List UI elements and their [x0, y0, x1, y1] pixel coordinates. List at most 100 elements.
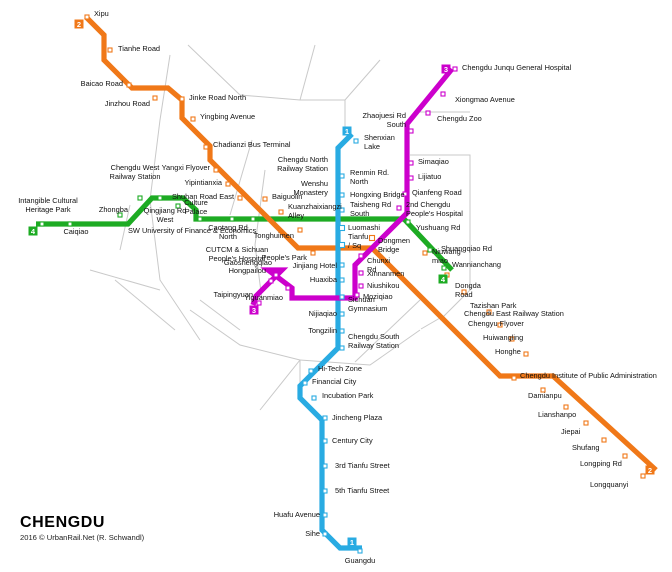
station-marker[interactable] [358, 283, 364, 289]
station-marker[interactable] [353, 138, 359, 144]
line-4-track[interactable] [36, 195, 454, 272]
station-marker[interactable] [308, 368, 314, 374]
station-marker[interactable] [601, 437, 607, 443]
line-terminus-badges[interactable]: 2 2 3 3 4 4 1 1 [28, 19, 655, 547]
line-badge-4[interactable]: 4 [28, 226, 38, 236]
line-2-track[interactable] [84, 15, 658, 472]
station-marker[interactable] [368, 234, 376, 242]
station-marker[interactable] [137, 195, 143, 201]
station-marker[interactable] [523, 351, 529, 357]
station-marker[interactable] [405, 219, 411, 225]
station-marker[interactable] [302, 380, 308, 386]
station-marker[interactable] [354, 292, 360, 298]
station-marker[interactable] [117, 212, 123, 218]
station-markers-layer[interactable] [39, 14, 646, 554]
station-label: 3rd Tianfu Street [335, 461, 390, 470]
station-marker[interactable] [278, 209, 284, 215]
station-marker[interactable] [358, 253, 364, 259]
station-marker[interactable] [339, 311, 345, 317]
station-marker[interactable] [486, 309, 492, 315]
station-marker[interactable] [461, 289, 467, 295]
station-marker[interactable] [440, 91, 446, 97]
station-marker[interactable] [339, 207, 345, 213]
station-marker[interactable] [310, 250, 316, 256]
station-label: Tonghuimen [254, 231, 294, 240]
station-marker[interactable] [175, 203, 181, 209]
station-marker[interactable] [441, 265, 447, 271]
station-marker[interactable] [540, 387, 546, 393]
line-badge-4[interactable]: 4 [438, 274, 448, 284]
line-badge-1[interactable]: 1 [347, 537, 357, 547]
station-marker[interactable] [338, 224, 346, 232]
station-marker[interactable] [322, 463, 328, 469]
station-marker[interactable] [268, 278, 274, 284]
station-marker[interactable] [322, 531, 328, 537]
station-marker[interactable] [339, 345, 345, 351]
station-marker[interactable] [563, 404, 569, 410]
station-marker[interactable] [285, 285, 291, 291]
svg-text:Dongmen: Dongmen [378, 236, 410, 245]
station-marker[interactable] [67, 221, 73, 227]
station-marker[interactable] [297, 227, 303, 233]
station-marker[interactable] [152, 95, 158, 101]
station-marker[interactable] [422, 250, 428, 256]
station-marker[interactable] [262, 196, 268, 202]
station-marker[interactable] [322, 438, 328, 444]
station-marker[interactable] [425, 110, 431, 116]
line-badge-3[interactable]: 3 [249, 305, 259, 315]
line-1-track[interactable] [297, 132, 362, 551]
station-marker[interactable] [225, 181, 231, 187]
station-marker[interactable] [39, 221, 45, 227]
station-marker[interactable] [339, 192, 345, 198]
station-marker[interactable] [322, 415, 328, 421]
station-marker[interactable] [622, 453, 628, 459]
station-marker[interactable] [402, 191, 408, 197]
station-marker[interactable] [197, 216, 203, 222]
station-marker[interactable] [509, 336, 515, 342]
station-marker[interactable] [408, 128, 414, 134]
station-marker[interactable] [427, 247, 433, 253]
station-marker[interactable] [339, 277, 345, 283]
station-marker[interactable] [213, 167, 219, 173]
station-marker[interactable] [357, 548, 363, 554]
line-badge-1[interactable]: 1 [342, 126, 352, 136]
svg-text:Rd: Rd [367, 265, 376, 274]
station-marker[interactable] [339, 294, 345, 300]
station-marker[interactable] [203, 144, 209, 150]
station-label: Tianfu/ Sq [348, 232, 368, 250]
station-marker[interactable] [311, 395, 317, 401]
station-marker[interactable] [190, 116, 196, 122]
station-marker[interactable] [497, 322, 503, 328]
station-marker[interactable] [322, 488, 328, 494]
station-marker[interactable] [338, 241, 346, 249]
station-marker[interactable] [396, 205, 402, 211]
station-marker[interactable] [408, 175, 414, 181]
station-marker[interactable] [322, 512, 328, 518]
line-badge-3[interactable]: 3 [441, 64, 451, 74]
station-marker[interactable] [237, 195, 243, 201]
station-marker[interactable] [273, 272, 279, 278]
svg-text:Shuangqiao Rd: Shuangqiao Rd [441, 244, 492, 253]
station-marker[interactable] [452, 66, 458, 72]
station-marker[interactable] [157, 195, 163, 201]
station-marker[interactable] [339, 173, 345, 179]
station-marker[interactable] [126, 82, 132, 88]
station-marker[interactable] [583, 420, 589, 426]
station-marker[interactable] [640, 473, 646, 479]
line-badge-2[interactable]: 2 [645, 465, 655, 475]
station-marker[interactable] [179, 96, 185, 102]
svg-text:Qingjiang Rd: Qingjiang Rd [144, 206, 187, 215]
station-marker[interactable] [256, 300, 262, 306]
station-marker[interactable] [339, 328, 345, 334]
line-badge-2[interactable]: 2 [74, 19, 84, 29]
station-marker[interactable] [408, 160, 414, 166]
station-marker[interactable] [358, 270, 364, 276]
station-marker[interactable] [107, 47, 113, 53]
station-label: SW University of Finance & Economics [128, 226, 256, 235]
station-marker[interactable] [511, 375, 517, 381]
station-marker[interactable] [229, 216, 235, 222]
station-marker[interactable] [339, 262, 345, 268]
station-marker[interactable] [84, 14, 90, 20]
station-marker[interactable] [250, 216, 256, 222]
